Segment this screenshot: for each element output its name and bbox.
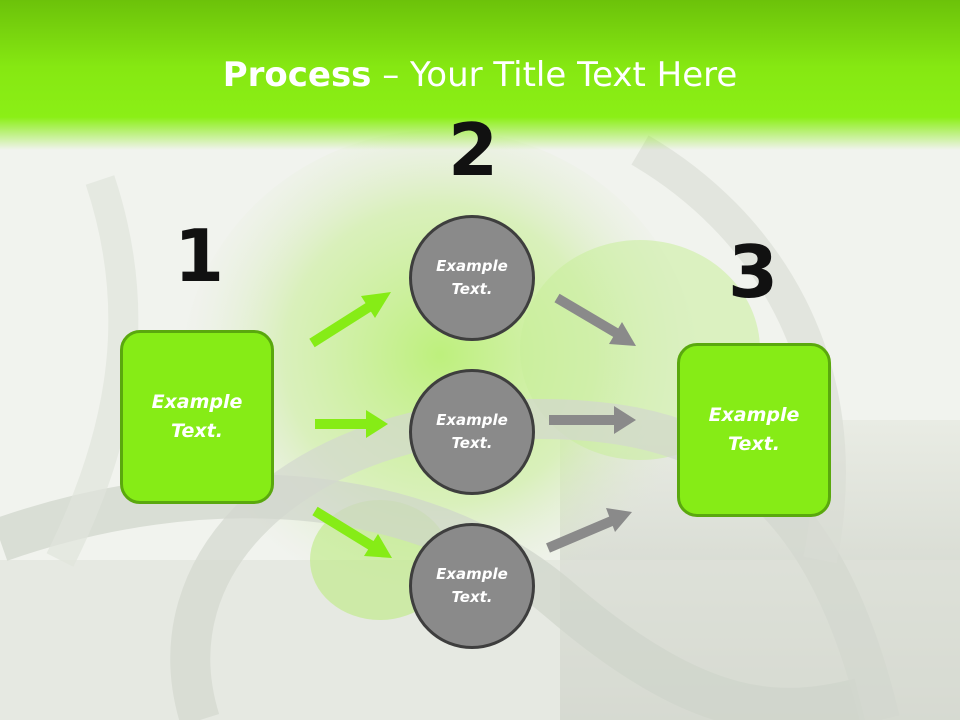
step-number-2: 2 <box>447 108 499 192</box>
step-2-circle-middle[interactable]: Example Text. <box>409 369 535 495</box>
step-3-text: Example Text. <box>708 404 800 455</box>
title-banner <box>0 0 960 150</box>
step-3-box[interactable]: Example Text. <box>677 343 831 517</box>
step-number-3: 3 <box>727 230 779 314</box>
circle-bottom-text: Example Text. <box>436 565 508 606</box>
arrow-right-icon <box>549 406 636 434</box>
arrow-right-icon <box>309 292 391 348</box>
arrow-right-icon <box>554 293 636 346</box>
page-title: Process – Your Title Text Here <box>0 54 960 96</box>
step-1-box[interactable]: Example Text. <box>120 330 274 504</box>
step-number-1: 1 <box>173 214 225 298</box>
arrow-right-icon <box>315 410 388 438</box>
arrow-right-icon <box>546 508 632 553</box>
step-2-circle-bottom[interactable]: Example Text. <box>409 523 535 649</box>
circle-middle-text: Example Text. <box>436 411 508 452</box>
step-1-text: Example Text. <box>151 391 243 442</box>
title-bold: Process <box>222 55 372 95</box>
arrow-right-icon <box>312 506 392 558</box>
step-2-circle-top[interactable]: Example Text. <box>409 215 535 341</box>
circle-top-text: Example Text. <box>436 257 508 298</box>
title-rest: – Your Title Text Here <box>371 55 738 95</box>
